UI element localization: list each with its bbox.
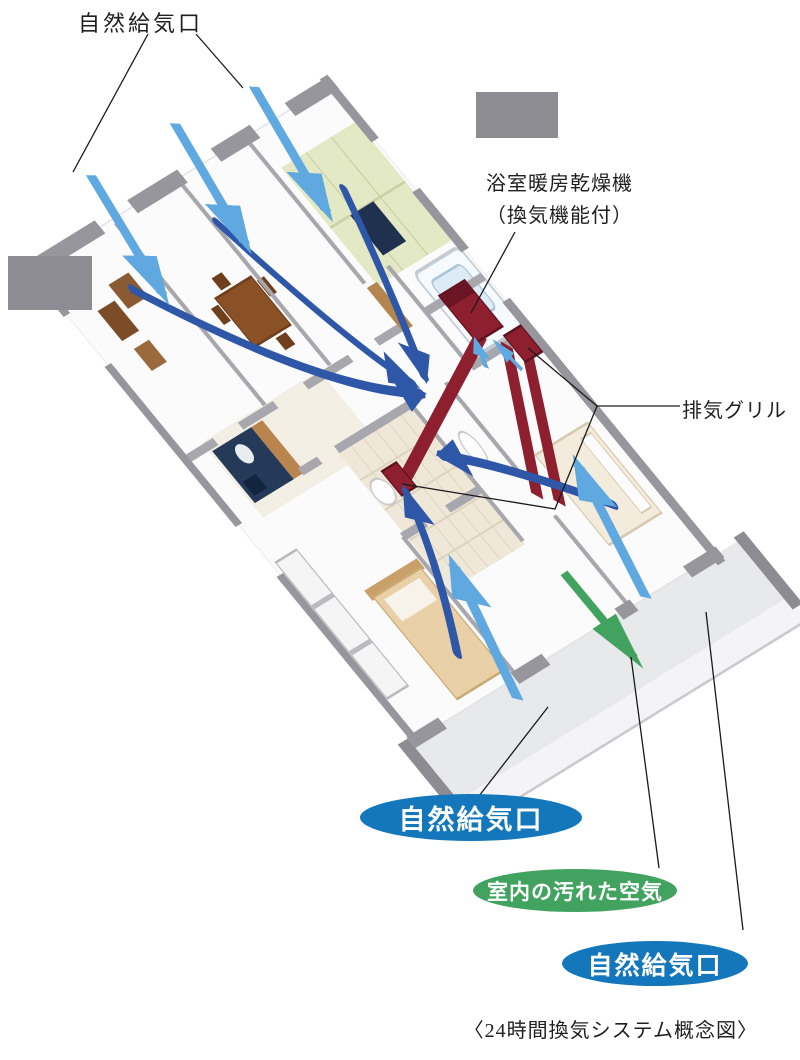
low-table [350,201,407,256]
vent-intake-arrow [492,339,524,372]
closet [311,594,372,654]
diagram-caption: 〈24時間換気システム概念図〉 [463,1020,758,1042]
exhaust-duct [400,329,487,484]
isometric-plan [20,74,800,826]
label-bath-dryer-line2: （換気機能付） [486,205,633,227]
vent-intake-arrow [473,336,491,369]
balcony-edge [457,596,800,826]
leader-bath-dryer [470,231,516,314]
leader-badge-supply-right [705,611,744,931]
indoor-airflow-arrow [401,484,463,659]
balcony-floor [409,538,789,802]
exhaust-duct [520,344,566,507]
leader-exhaust-grill-lower [401,405,598,510]
leader-badge-dirty-air [630,656,660,869]
kitchen-counter [212,427,294,504]
outer-walls [20,74,726,748]
duct-system [380,278,566,507]
fresh-air-arrow [248,86,333,223]
label-natural-supply-top: 自然給気口 [78,11,204,36]
dining-table [213,275,292,349]
label-bath-dryer-line1: 浴室暖房乾燥機 [486,173,633,195]
badge-natural-supply-right: 自然給気口 [562,941,748,986]
fresh-air-arrow [448,553,524,701]
badge-dirty-air: 室内の汚れた空気 [473,869,677,912]
pillow [384,577,438,622]
dining-chair [211,272,232,291]
closet [349,640,410,700]
fresh-air-arrow [169,123,252,255]
kitchen-sink [235,444,255,464]
balcony-wall-right [733,531,800,610]
bed-headboard [364,558,425,601]
dining-chair [210,304,232,325]
exhaust-air-arrow [560,570,644,669]
kitchen-cabinet [251,420,305,480]
leader-supply-top-right [195,33,244,89]
bath-dryer-unit-top [439,280,475,309]
washbasin [369,477,397,506]
exhaust-grill-box [502,324,544,364]
armchair [97,300,140,342]
side-table [133,339,167,371]
balcony [397,531,800,826]
indoor-airflow-arrow [339,184,430,385]
wall-stub [476,92,558,138]
leader-lines [72,33,744,931]
stove [242,473,268,496]
dining-chair [275,332,296,351]
wall-stub [8,256,92,310]
exhaust-duct [500,341,544,500]
badge-natural-supply-left: 自然給気口 [360,794,582,841]
wall-balcony-side [406,546,725,748]
label-bath-dryer: 浴室暖房乾燥機 （換気機能付） [486,168,633,232]
fresh-air-arrow [85,175,170,306]
leader-supply-top-left [72,33,149,173]
label-exhaust-grill: 排気グリル [682,400,787,422]
balcony-railing [475,618,800,826]
wall-top-right [319,74,726,566]
indoor-airflow-arrow [127,284,427,412]
fresh-air-arrows [85,86,652,701]
closet [274,548,334,608]
leader-badge-supply-left [478,706,549,797]
tatami-room [281,121,453,286]
fresh-air-arrow [572,454,652,599]
